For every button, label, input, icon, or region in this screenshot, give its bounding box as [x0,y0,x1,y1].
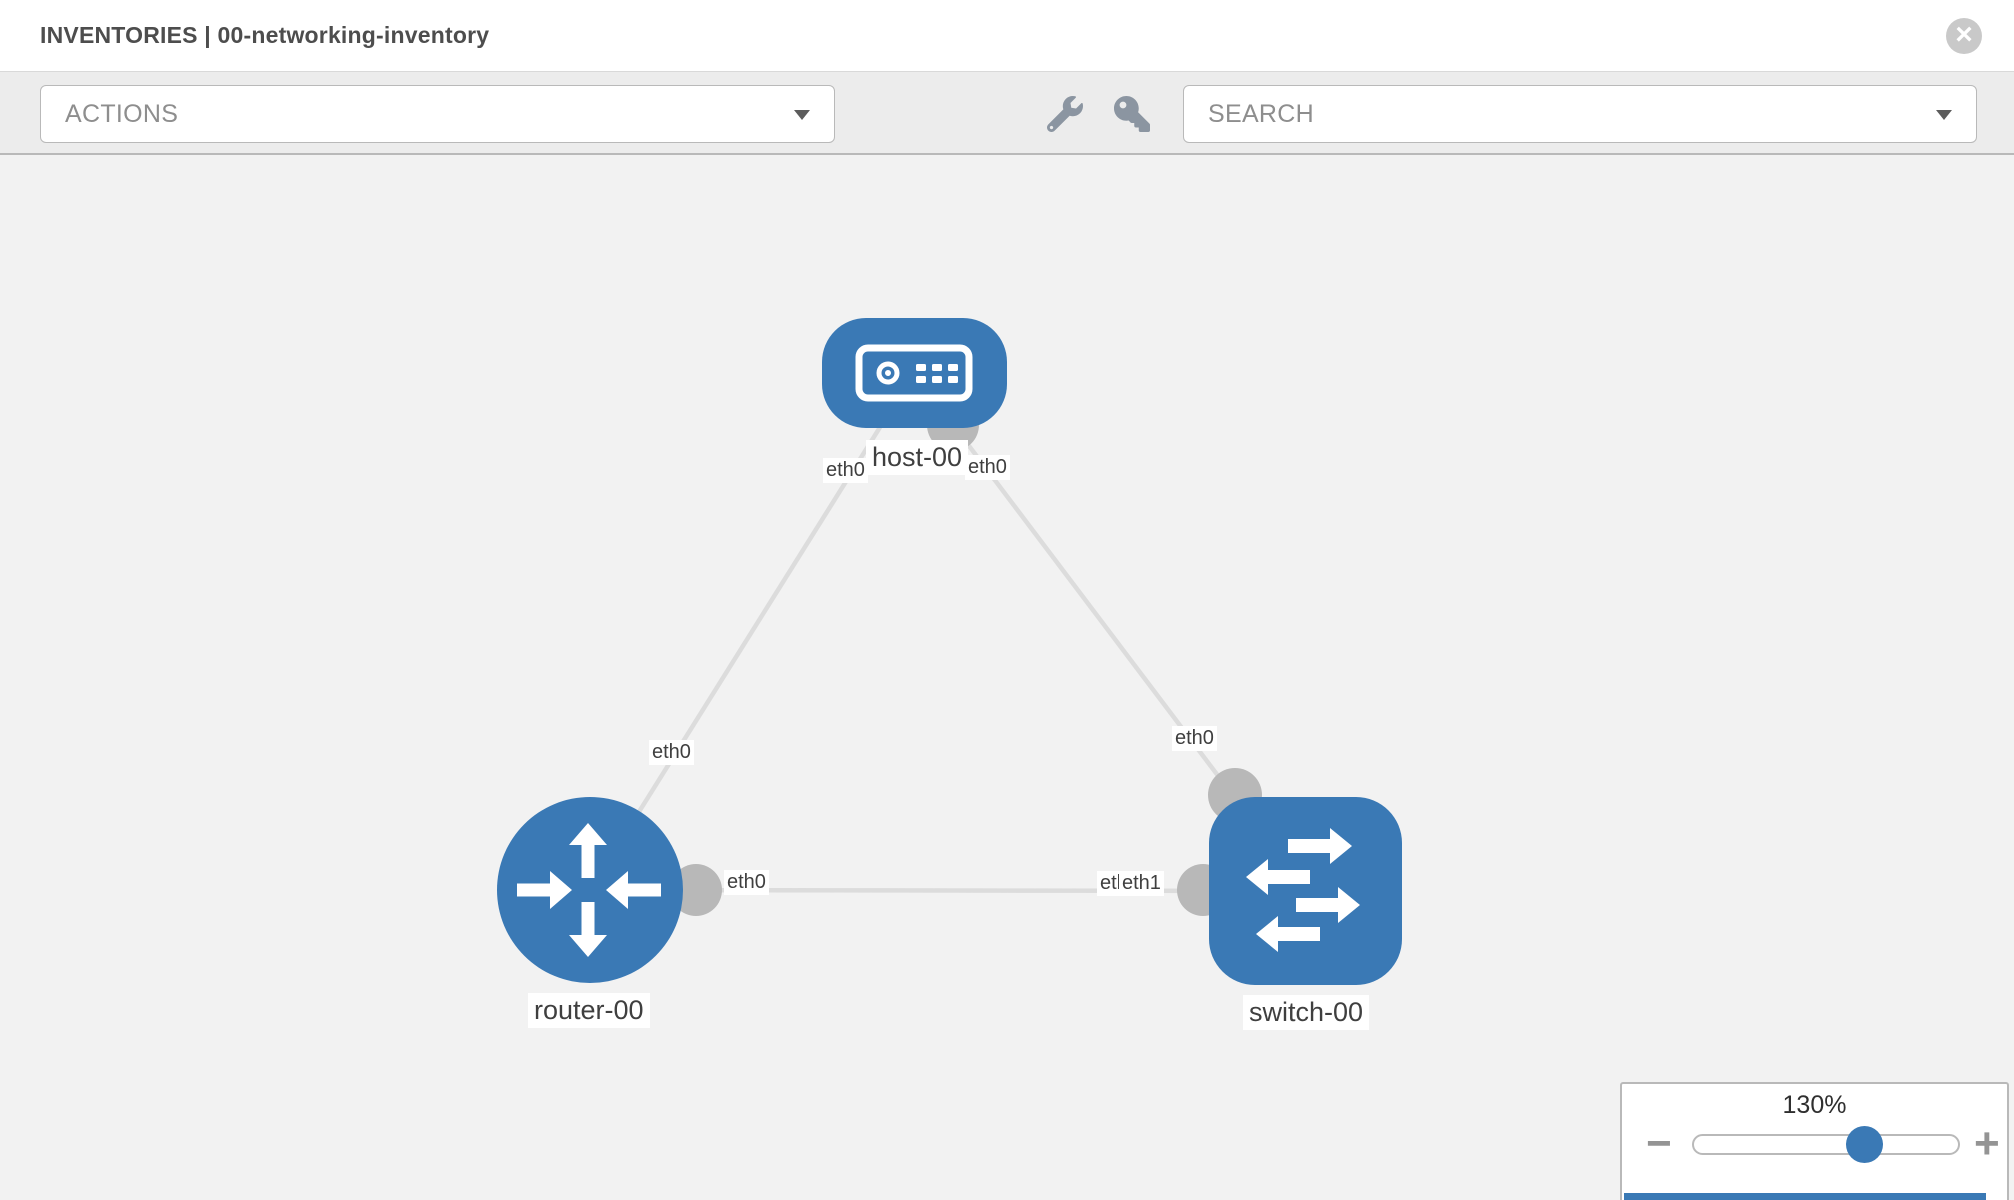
switch-icon [1246,828,1360,952]
topology-graph [497,318,1402,985]
node-label-router: router-00 [528,993,650,1028]
toolbar: ACTIONS SEARCH [0,72,2014,155]
interface-dot [670,864,722,916]
node-router-00[interactable] [497,797,683,983]
node-host-00[interactable] [822,318,1007,428]
interface-label: eth0 [965,455,1010,480]
zoom-panel: 130% − + [1620,1082,2009,1200]
header-bar: INVENTORIES | 00-networking-inventory × [0,0,2014,72]
key-icon[interactable] [1114,96,1150,132]
search-dropdown[interactable]: SEARCH [1183,85,1977,143]
wrench-icon[interactable] [1046,96,1083,133]
zoom-in-button[interactable]: + [1974,1119,2000,1168]
interface-label: eth0 [1172,726,1217,751]
hidden-panel-edge [1624,1193,1986,1200]
actions-dropdown-label: ACTIONS [65,99,179,128]
search-dropdown-label: SEARCH [1208,99,1314,128]
zoom-slider-track[interactable] [1692,1134,1960,1155]
zoom-level: 130% [1782,1091,1847,1119]
node-switch-00[interactable] [1209,797,1402,985]
actions-dropdown[interactable]: ACTIONS [40,85,835,143]
page-title: INVENTORIES | 00-networking-inventory [40,22,490,48]
close-icon[interactable]: × [1946,18,1982,54]
chevron-down-icon [1936,110,1952,120]
zoom-out-button[interactable]: − [1646,1119,1672,1168]
interface-label: eth1 [1119,871,1164,896]
node-label-host: host-00 [866,440,969,475]
host-icon [855,344,973,402]
topology-canvas[interactable]: eth0 eth0 eth0 eth0 eth0 eth0 eth1 host-… [0,155,2014,1200]
interface-label: eth0 [724,870,769,895]
interface-label: eth0 [823,458,868,483]
router-icon [517,823,661,957]
zoom-slider-thumb[interactable] [1846,1126,1883,1163]
chevron-down-icon [794,110,810,120]
node-label-switch: switch-00 [1243,995,1370,1030]
interface-label: eth0 [649,740,694,765]
